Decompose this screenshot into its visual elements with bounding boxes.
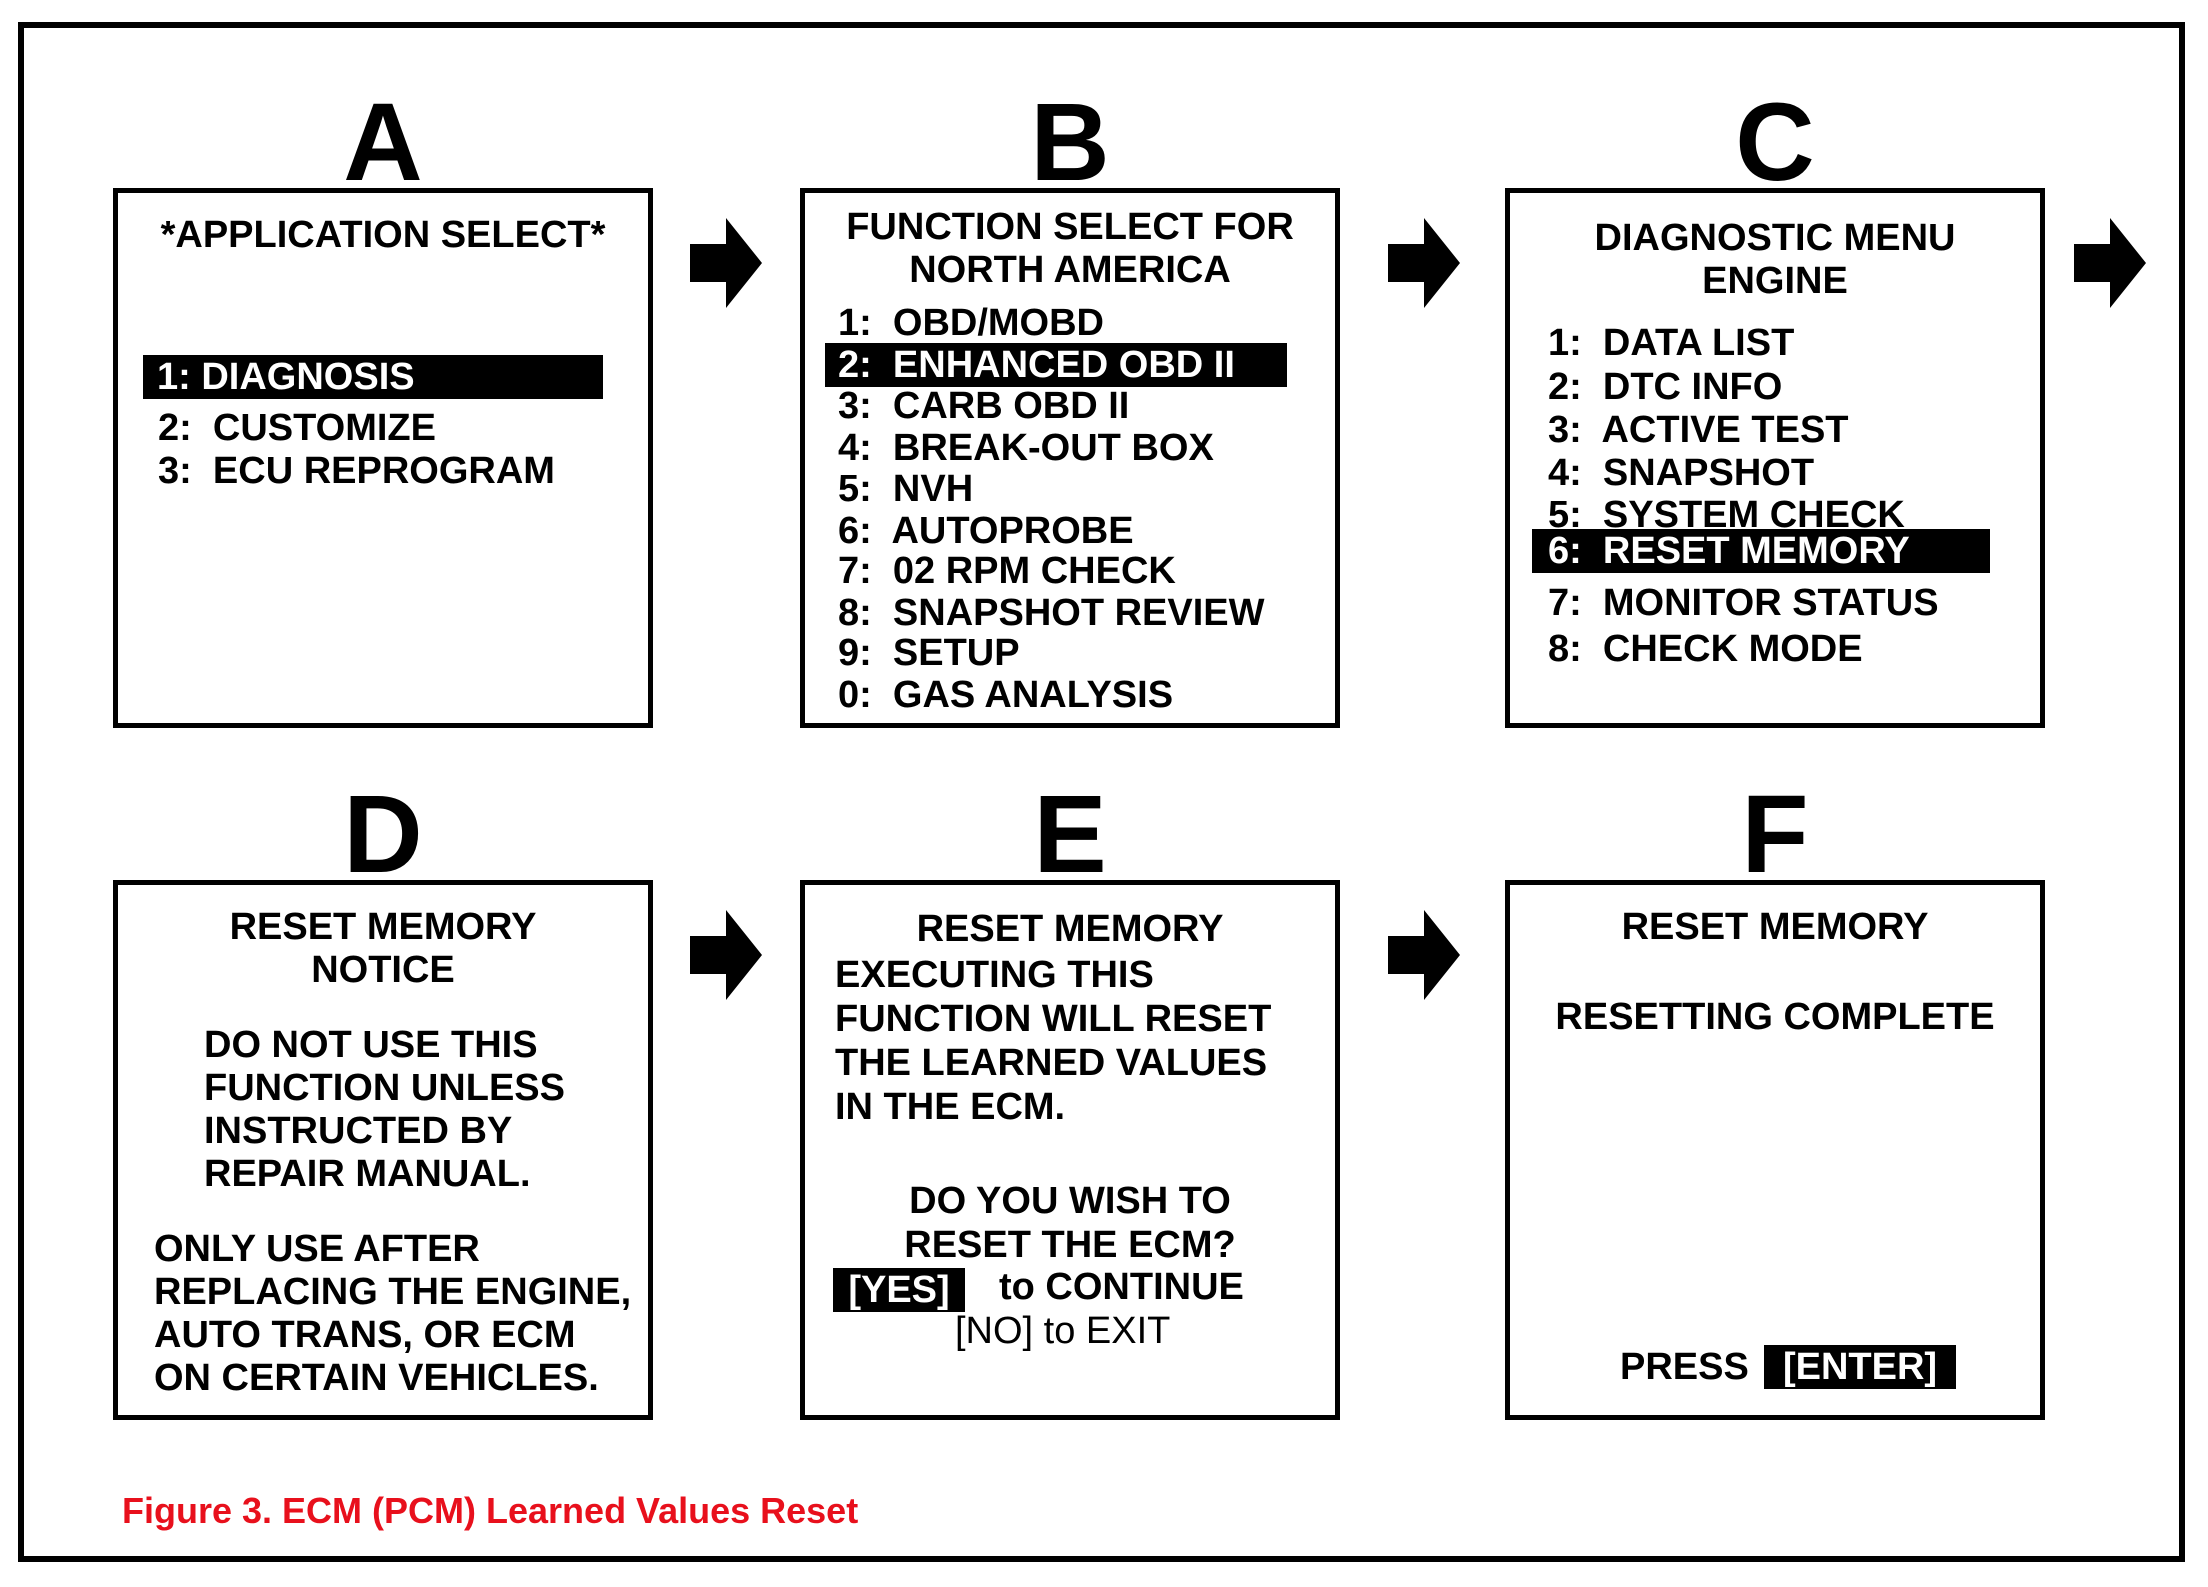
panel-d-warning-2: FUNCTION UNLESS [204,1067,565,1109]
panel-d-title-2: NOTICE [311,949,455,991]
arrow-right-icon [690,218,762,308]
panel-f-status: RESETTING COMPLETE [1555,996,1995,1038]
panel-f-title: RESET MEMORY [1621,906,1929,948]
panel-letter-d: D [343,773,423,896]
arrow-right-icon [1388,218,1460,308]
panel-c-title-2: ENGINE [1702,260,1848,302]
panel-a-item-1: 1: DIAGNOSIS [143,355,603,399]
panel-d-title-1: RESET MEMORY [229,906,537,948]
panel-b-item-3: 3: CARB OBD II [838,385,1130,427]
panel-b-title-1: FUNCTION SELECT FOR [846,206,1294,248]
panel-c-item-6-label: 6: RESET MEMORY [1548,530,1910,572]
panel-b-item-0: 0: GAS ANALYSIS [838,674,1174,716]
yes-key: [YES] [833,1268,965,1312]
panel-c-item-4: 4: SNAPSHOT [1548,452,1815,494]
panel-e-body-4: IN THE ECM. [835,1086,1066,1128]
arrow-right-icon [690,910,762,1000]
panel-c-item-8: 8: CHECK MODE [1548,628,1863,670]
panel-c-item-2: 2: DTC INFO [1548,366,1783,408]
panel-b-item-2: 2: ENHANCED OBD II [825,343,1287,387]
panel-c-item-7: 7: MONITOR STATUS [1548,582,1939,624]
arrow-right-icon [2074,218,2146,308]
panel-e-question-1: DO YOU WISH TO [909,1180,1231,1222]
arrow-right-icon [1388,910,1460,1000]
panel-e-title: RESET MEMORY [916,908,1224,950]
figure-frame [18,22,2185,1562]
panel-a-title: *APPLICATION SELECT* [160,214,606,256]
figure-caption: Figure 3. ECM (PCM) Learned Values Reset [122,1490,859,1531]
panel-b-item-5: 5: NVH [838,468,974,510]
panel-d-note-3: AUTO TRANS, OR ECM [154,1314,576,1356]
enter-key: [ENTER] [1764,1345,1956,1389]
panel-e-exit-text: [NO] to EXIT [955,1310,1171,1352]
panel-letter-e: E [1033,773,1107,896]
panel-d-screen: RESET MEMORY NOTICE DO NOT USE THIS FUNC… [113,880,653,1420]
panel-b-title-2: NORTH AMERICA [909,249,1231,291]
panel-c-screen: DIAGNOSTIC MENU ENGINE 1: DATA LIST 2: D… [1505,188,2045,728]
panel-e-question-2: RESET THE ECM? [904,1224,1236,1266]
panel-b-item-7: 7: 02 RPM CHECK [838,550,1176,592]
panel-letter-f: F [1741,773,1809,896]
panel-e-body-3: THE LEARNED VALUES [835,1042,1268,1084]
panel-letter-c: C [1735,81,1815,204]
panel-e-body-1: EXECUTING THIS [835,954,1154,996]
panel-f-screen: RESET MEMORY RESETTING COMPLETE PRESS [E… [1505,880,2045,1420]
panel-b-item-8: 8: SNAPSHOT REVIEW [838,592,1265,634]
panel-b-item-2-label: 2: ENHANCED OBD II [838,344,1235,386]
panel-a-item-1-label: 1: DIAGNOSIS [157,356,415,398]
panel-e-screen: RESET MEMORY EXECUTING THIS FUNCTION WIL… [800,880,1340,1420]
panel-d-warning-4: REPAIR MANUAL. [204,1153,531,1195]
panel-c-item-1: 1: DATA LIST [1548,322,1795,364]
panel-d-note-2: REPLACING THE ENGINE, [154,1271,632,1313]
panel-a-item-3: 3: ECU REPROGRAM [158,450,555,492]
panel-letter-b: B [1030,81,1110,204]
panel-c-title-1: DIAGNOSTIC MENU [1594,217,1956,259]
panel-b-screen: FUNCTION SELECT FOR NORTH AMERICA 1: OBD… [800,188,1340,728]
panel-c-item-6: 6: RESET MEMORY [1532,529,1990,573]
panel-c-item-3: 3: ACTIVE TEST [1548,409,1849,451]
panel-d-warning-1: DO NOT USE THIS [204,1024,538,1066]
panel-d-warning-3: INSTRUCTED BY [204,1110,513,1152]
panel-b-item-9: 9: SETUP [838,632,1020,674]
panel-e-continue-text: to CONTINUE [999,1266,1244,1308]
panel-e-body-2: FUNCTION WILL RESET [835,998,1272,1040]
panel-a-screen: *APPLICATION SELECT* 1: DIAGNOSIS 2: CUS… [113,188,653,728]
panel-b-item-6: 6: AUTOPROBE [838,510,1134,552]
panel-letter-a: A [343,81,423,204]
panel-b-item-1: 1: OBD/MOBD [838,302,1104,344]
panel-d-note-4: ON CERTAIN VEHICLES. [154,1357,599,1399]
panel-b-item-4: 4: BREAK-OUT BOX [838,427,1214,469]
panel-f-press-text: PRESS [1620,1346,1749,1388]
panel-a-item-2: 2: CUSTOMIZE [158,407,436,449]
panel-d-note-1: ONLY USE AFTER [154,1228,480,1270]
